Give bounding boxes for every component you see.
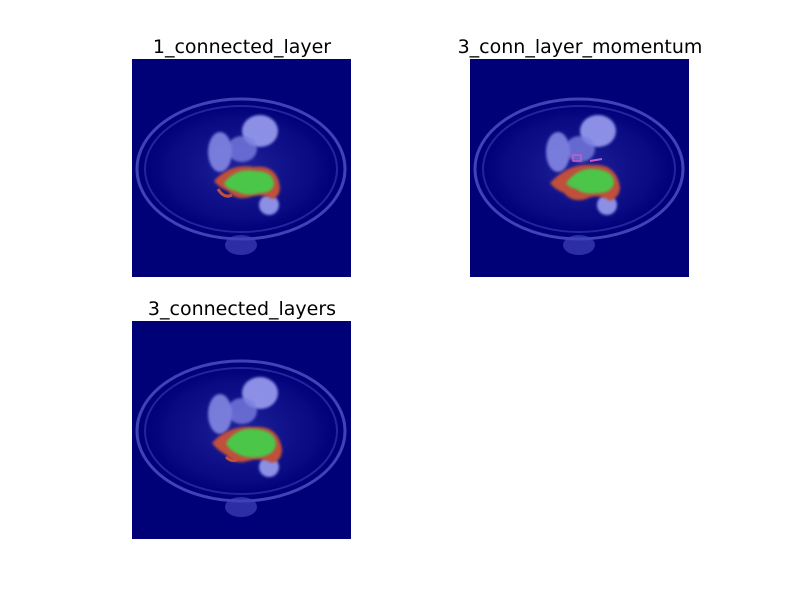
panel-title: 1_connected_layer xyxy=(152,36,332,58)
panel-title: 3_conn_layer_momentum xyxy=(457,36,703,58)
ct-scan-image xyxy=(132,321,351,539)
ct-scan-image xyxy=(132,59,351,277)
ct-scan-image xyxy=(470,59,689,277)
panel-title: 3_connected_layers xyxy=(147,298,337,320)
